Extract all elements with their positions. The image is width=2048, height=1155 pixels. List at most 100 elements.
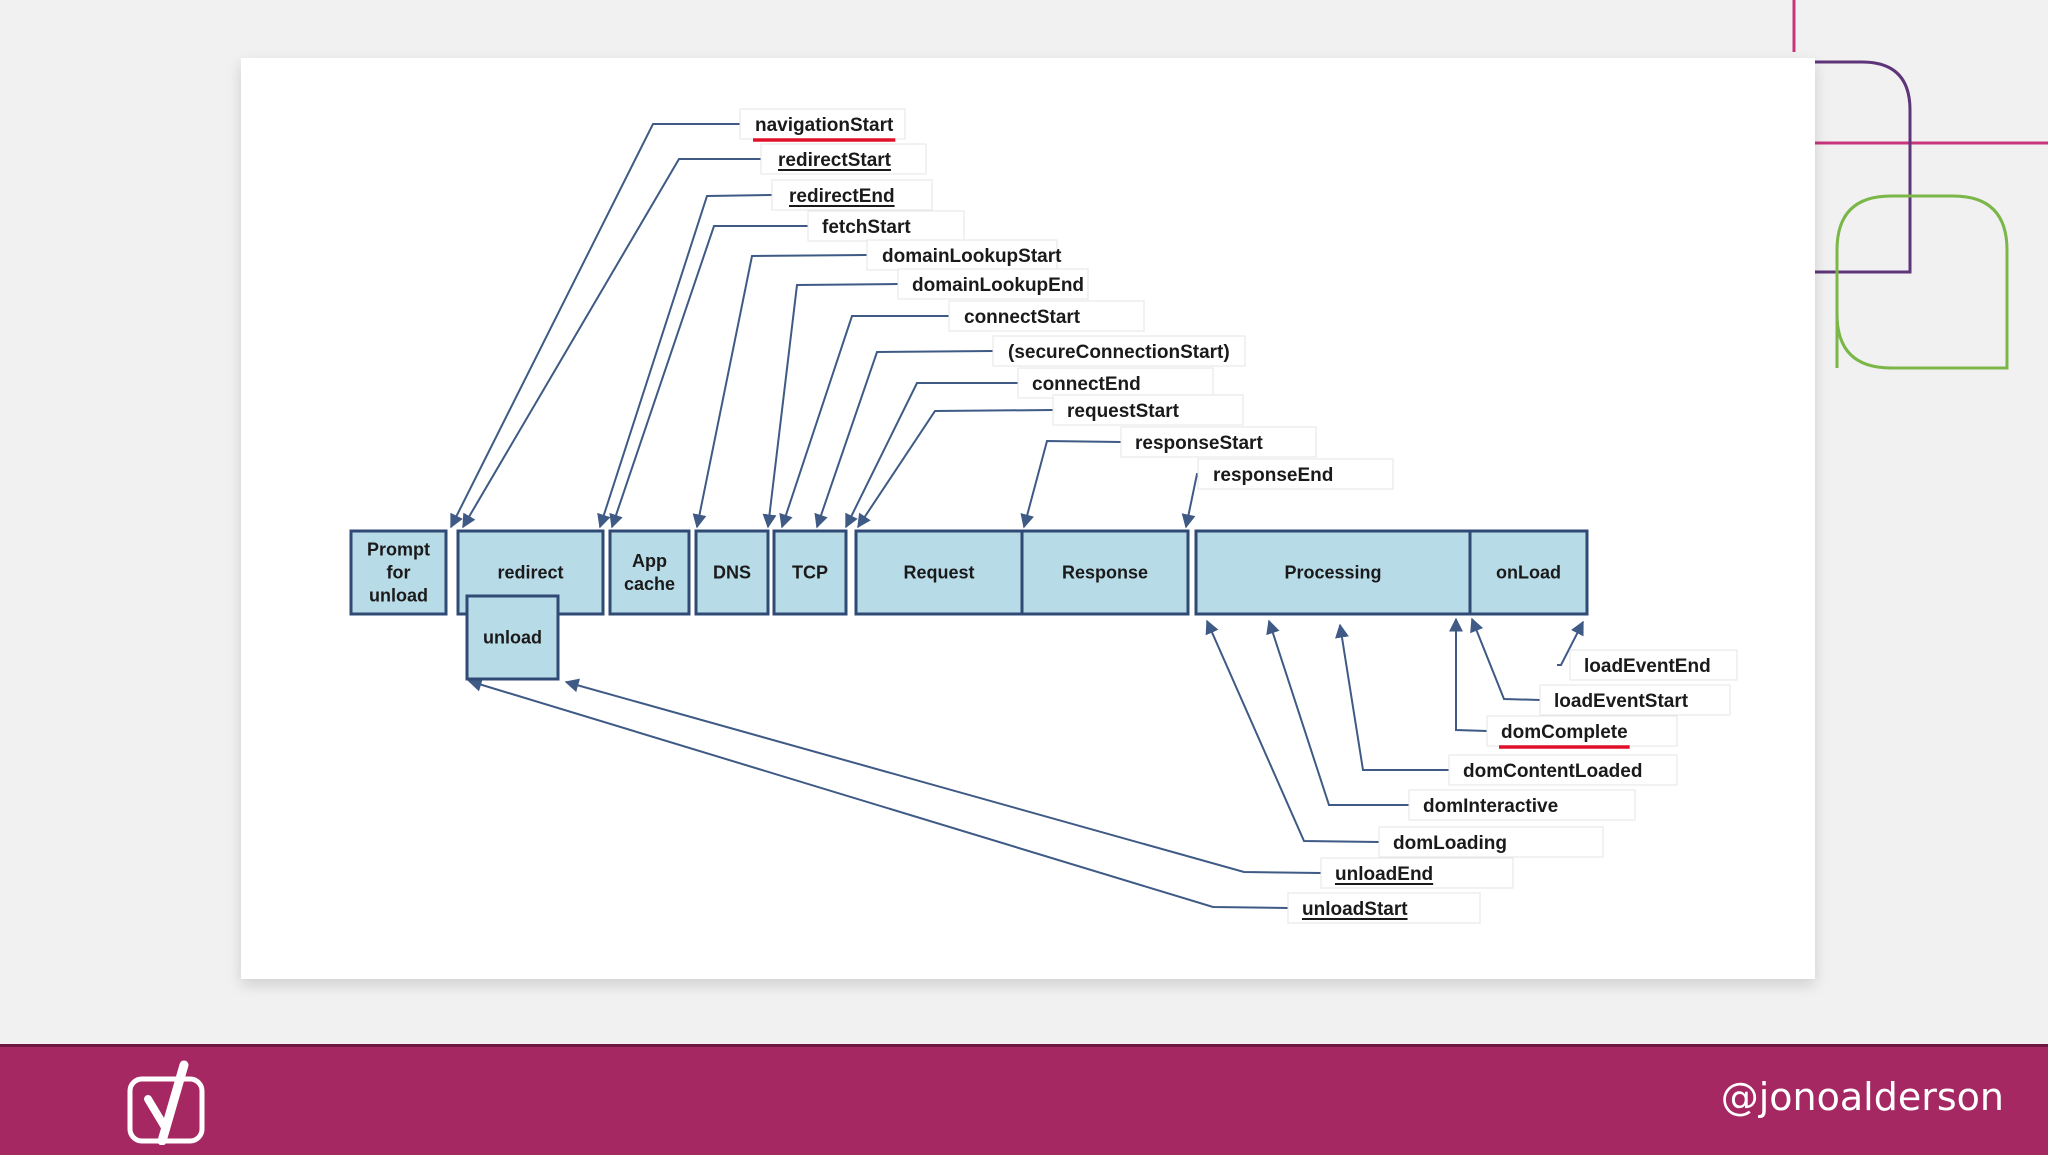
box-response-rect [1020,529,1190,616]
box-appcache-label: App [632,551,667,571]
top-label-domainLookupStart: domainLookupStart [866,239,1062,271]
label-text: domainLookupEnd [912,275,1084,296]
label-text: unloadStart [1302,899,1408,920]
label-text: domComplete [1501,722,1628,743]
box-dns-rect [694,529,770,616]
label-text: unloadEnd [1335,864,1433,885]
box-processing-rect [1194,529,1472,616]
top-label-connectStart: connectStart [948,300,1145,332]
box-tcp-label: TCP [792,563,828,583]
label-box [948,300,1145,332]
connector-domComplete [1449,617,1488,732]
label-box [1569,649,1738,681]
box-dns-label: DNS [713,563,751,583]
connector-domLoading [1205,619,1380,843]
label-box [1120,426,1317,458]
label-text: responseEnd [1213,465,1333,486]
label-text: fetchStart [822,217,911,238]
label-box [897,268,1089,300]
connector-redirectStart [462,158,761,529]
box-unload-rect [465,594,560,681]
label-text: connectEnd [1032,374,1141,395]
bottom-label-loadEventEnd: loadEventEnd [1569,649,1738,681]
connector-responseEnd [1181,473,1198,529]
label-text: redirectEnd [789,186,895,207]
connector-unloadStart [467,677,1289,909]
box-onload: onLoad [1468,529,1589,616]
box-onload-rect [1468,529,1589,616]
box-processing: Processing [1194,529,1472,616]
top-label-navigationStart: navigationStart [739,108,906,142]
box-response-label: Response [1062,563,1148,583]
bottom-label-unloadEnd: unloadEnd [1320,857,1514,889]
box-tcp: TCP [772,529,848,616]
label-box [1052,394,1244,426]
bottom-label-domInteractive: domInteractive [1408,789,1636,821]
connector-lines [450,123,1584,909]
top-label-requestStart: requestStart [1052,394,1244,426]
box-request-label: Request [903,563,974,583]
twitter-handle: @jonoalderson [1720,1075,2004,1119]
decorative-purple-curve [1815,60,1912,274]
label-text: responseStart [1135,433,1263,454]
decorative-green-rounded-shape [1835,194,2009,370]
box-processing-label: Processing [1284,563,1381,583]
label-box [1539,684,1731,716]
bottom-label-loadEventStart: loadEventStart [1539,684,1731,716]
box-prompt-label: Prompt [367,540,430,560]
box-request-rect [854,529,1024,616]
label-box [1408,789,1636,821]
connector-domInteractive [1266,619,1409,806]
top-label-fetchStart: fetchStart [807,210,965,242]
label-box [739,108,906,140]
label-box [1017,367,1214,399]
label-box [807,210,965,242]
box-onload-label: onLoad [1496,563,1561,583]
connector-responseStart [1020,439,1122,529]
connector-redirectEnd [597,194,773,529]
top-label-redirectEnd: redirectEnd [771,179,933,211]
label-text: requestStart [1067,401,1180,422]
connector-loadEventStart [1470,617,1541,701]
box-prompt-rect [349,529,448,616]
label-text: loadEventStart [1554,691,1689,712]
label-text: loadEventEnd [1584,656,1711,677]
connector-unloadEnd [564,678,1322,874]
bottom-label-unloadStart: unloadStart [1287,892,1481,924]
footer-bar: @jonoalderson [0,1044,2048,1155]
box-appcache-label: cache [624,574,675,594]
diagram-canvas: PromptforunloadredirectunloadAppcacheDNS… [349,108,1738,924]
label-text: domLoading [1393,833,1507,854]
bottom-label-domLoading: domLoading [1378,826,1604,858]
connector-requestStart [857,409,1054,529]
top-label-responseStart: responseStart [1120,426,1317,458]
decorative-pink-line [1792,0,2048,145]
label-text: (secureConnectionStart) [1008,342,1230,363]
connector-navigationStart [450,123,740,529]
box-tcp-rect [772,529,848,616]
label-box [866,239,1058,271]
top-label-secureConnectionStart: (secureConnectionStart) [992,335,1246,367]
label-box [1197,458,1394,490]
label-box [1378,826,1604,858]
box-prompt-label: unload [369,586,428,606]
box-dns: DNS [694,529,770,616]
bottom-label-domComplete: domComplete [1486,715,1678,749]
label-text: connectStart [964,307,1081,328]
connector-connectEnd [845,382,1018,529]
label-text: domContentLoaded [1463,761,1642,782]
top-label-connectEnd: connectEnd [1017,367,1214,399]
phase-boxes: PromptforunloadredirectunloadAppcacheDNS… [349,529,1589,681]
connector-domContentLoaded [1335,623,1449,771]
yoast-logo-icon [127,1060,205,1145]
top-label-responseEnd: responseEnd [1197,458,1394,490]
connector-fetchStart [609,225,808,529]
connector-loadEventEnd [1557,620,1584,666]
connector-domainLookupEnd [762,283,899,529]
box-appcache-rect [608,529,691,616]
label-box [1448,754,1678,786]
label-text: redirectStart [778,150,892,171]
